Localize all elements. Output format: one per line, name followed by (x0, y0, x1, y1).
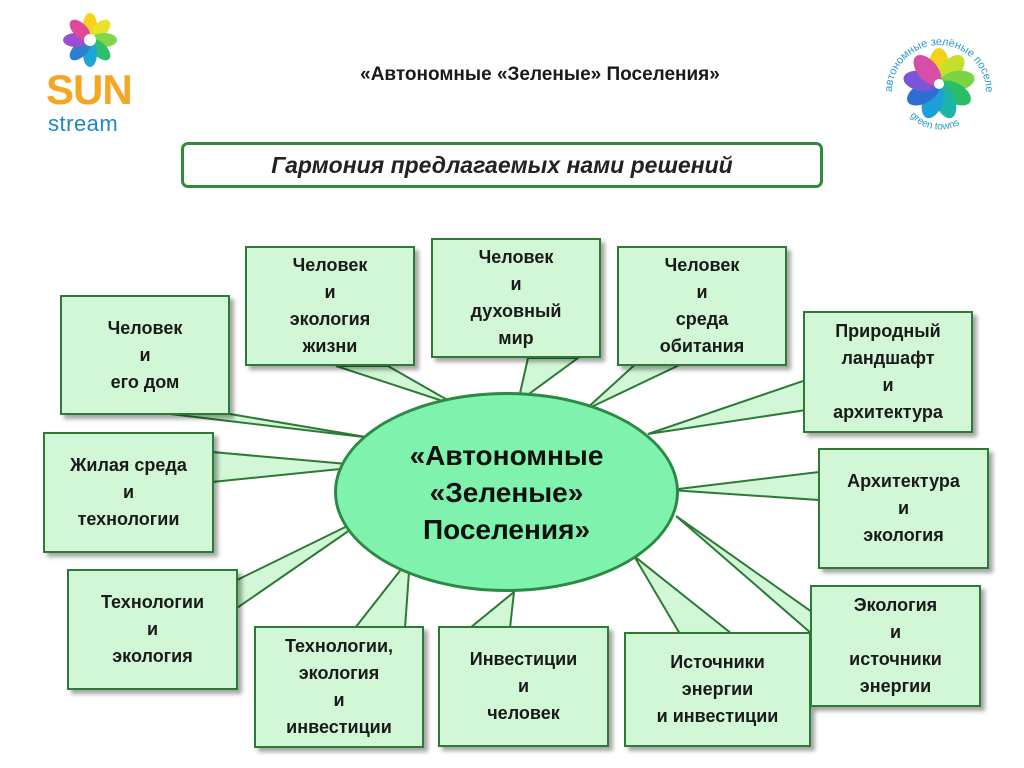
callout-living-tech: Жилая среда и технологии (43, 432, 214, 553)
callout-human-home: Человек и его дом (60, 295, 230, 415)
connector-invest-human (467, 589, 516, 629)
center-label: «Автономные «Зеленые» Поселения» (409, 439, 604, 545)
callout-label: Жилая среда и технологии (70, 455, 187, 529)
callout-label: Технологии, экология и инвестиции (284, 636, 394, 737)
callout-label: Человек и экология жизни (289, 255, 371, 356)
connector-human-habitat (584, 359, 691, 411)
callout-label: Технологии и экология (100, 592, 205, 666)
callout-label: Источники энергии и инвестиции (656, 652, 779, 726)
flower-icon (63, 13, 117, 67)
callout-human-habitat: Человек и среда обитания (617, 246, 787, 366)
callout-landscape-architecture: Природный ландшафт и архитектура (803, 311, 973, 433)
logo-word-stream: stream (48, 111, 119, 136)
callout-label: Архитектура и экология (847, 471, 960, 545)
callout-human-ecology-life: Человек и экология жизни (245, 246, 415, 366)
green-towns-logo: автономные зелёные поселения green towns (876, 18, 995, 133)
callout-label: Человек и духовный мир (470, 247, 562, 348)
connector-human-spiritual (516, 357, 582, 405)
callout-label: Человек и его дом (107, 317, 183, 392)
callout-tech-ecology: Технологии и экология (67, 569, 238, 690)
sunstream-logo: SUN stream (40, 12, 140, 136)
subtitle-text: Гармония предлагаемых нами решений (271, 151, 733, 178)
callout-label: Инвестиции и человек (469, 649, 578, 723)
callout-architecture-ecology: Архитектура и экология (818, 448, 989, 569)
callout-label: Человек и среда обитания (659, 255, 745, 356)
callout-ecology-energy: Экология и источники энергии (810, 585, 981, 707)
callout-invest-human: Инвестиции и человек (438, 626, 609, 747)
subtitle-box: Гармония предлагаемых нами решений (181, 142, 823, 188)
connector-human-ecology-life (335, 365, 459, 407)
logo-word-sun: SUN (46, 66, 133, 113)
connector-landscape-architecture (647, 378, 807, 435)
callout-human-spiritual: Человек и духовный мир (431, 238, 601, 358)
connector-energy-invest (633, 555, 735, 635)
callout-label: Природный ландшафт и архитектура (833, 321, 943, 422)
center-concept: «Автономные «Зеленые» Поселения» (334, 392, 679, 592)
callout-energy-invest: Источники энергии и инвестиции (624, 632, 811, 747)
connector-architecture-ecology (669, 470, 820, 502)
callout-label: Экология и источники энергии (849, 595, 942, 696)
page-title: «Автономные «Зеленые» Поселения» (360, 64, 720, 85)
callout-tech-eco-invest: Технологии, экология и инвестиции (254, 626, 424, 748)
